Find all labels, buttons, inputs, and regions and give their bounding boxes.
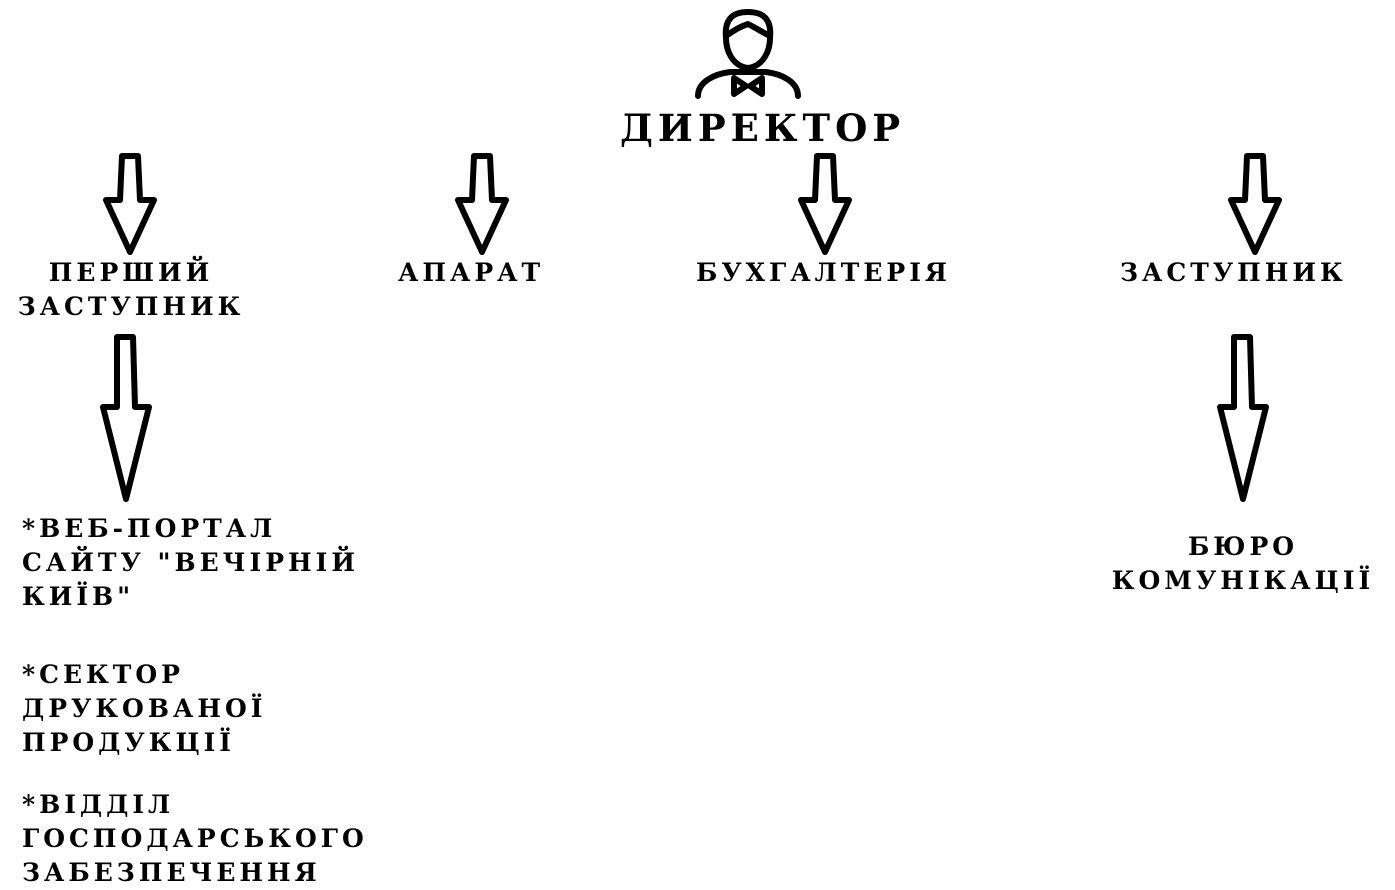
label-line: КИЇВ" xyxy=(22,582,135,611)
label-line: КОМУНІКАЦІЇ xyxy=(1111,566,1375,595)
unit-communications-bureau: БЮРО КОМУНІКАЦІЇ xyxy=(1098,530,1388,598)
unit-print-sector: *СЕКТОР ДРУКОВАНОЇ ПРОДУКЦІЇ xyxy=(22,658,266,760)
label-line: *СЕКТОР xyxy=(22,660,184,689)
label-line: *ВІДДІЛ xyxy=(22,790,175,819)
director-title: ДИРЕКТОР xyxy=(620,106,906,150)
label-line: ЗАСТУПНИК xyxy=(17,292,245,321)
arrow-down-icon xyxy=(100,334,152,502)
deputy-label: ЗАСТУПНИК xyxy=(1120,258,1347,287)
label-line: ПРОДУКЦІЇ xyxy=(22,728,235,757)
arrow-down-icon xyxy=(455,153,509,255)
label-line: *ВЕБ-ПОРТАЛ xyxy=(22,514,277,543)
label-line: ДРУКОВАНОЇ xyxy=(22,694,267,723)
label-line: ПЕРШИЙ xyxy=(48,258,214,287)
apparatus-label: АПАРАТ xyxy=(398,258,545,287)
arrow-down-icon xyxy=(103,153,157,255)
unit-web-portal: *ВЕБ-ПОРТАЛ САЙТУ "ВЕЧІРНІЙ КИЇВ" xyxy=(22,512,359,614)
person-with-bowtie-icon xyxy=(695,9,801,99)
label-line: САЙТУ "ВЕЧІРНІЙ xyxy=(22,548,359,577)
accounting-label: БУХГАЛТЕРІЯ xyxy=(696,258,951,287)
label-line: ГОСПОДАРСЬКОГО xyxy=(22,824,368,853)
arrow-down-icon xyxy=(1228,153,1282,255)
label-line: ЗАБЕЗПЕЧЕННЯ xyxy=(22,858,321,887)
label-line: БЮРО xyxy=(1187,532,1299,561)
unit-maintenance-dept: *ВІДДІЛ ГОСПОДАРСЬКОГО ЗАБЕЗПЕЧЕННЯ xyxy=(22,788,368,890)
first-deputy-label: ПЕРШИЙ ЗАСТУПНИК xyxy=(0,256,262,324)
arrow-down-icon xyxy=(1217,334,1269,502)
arrow-down-icon xyxy=(798,153,852,255)
